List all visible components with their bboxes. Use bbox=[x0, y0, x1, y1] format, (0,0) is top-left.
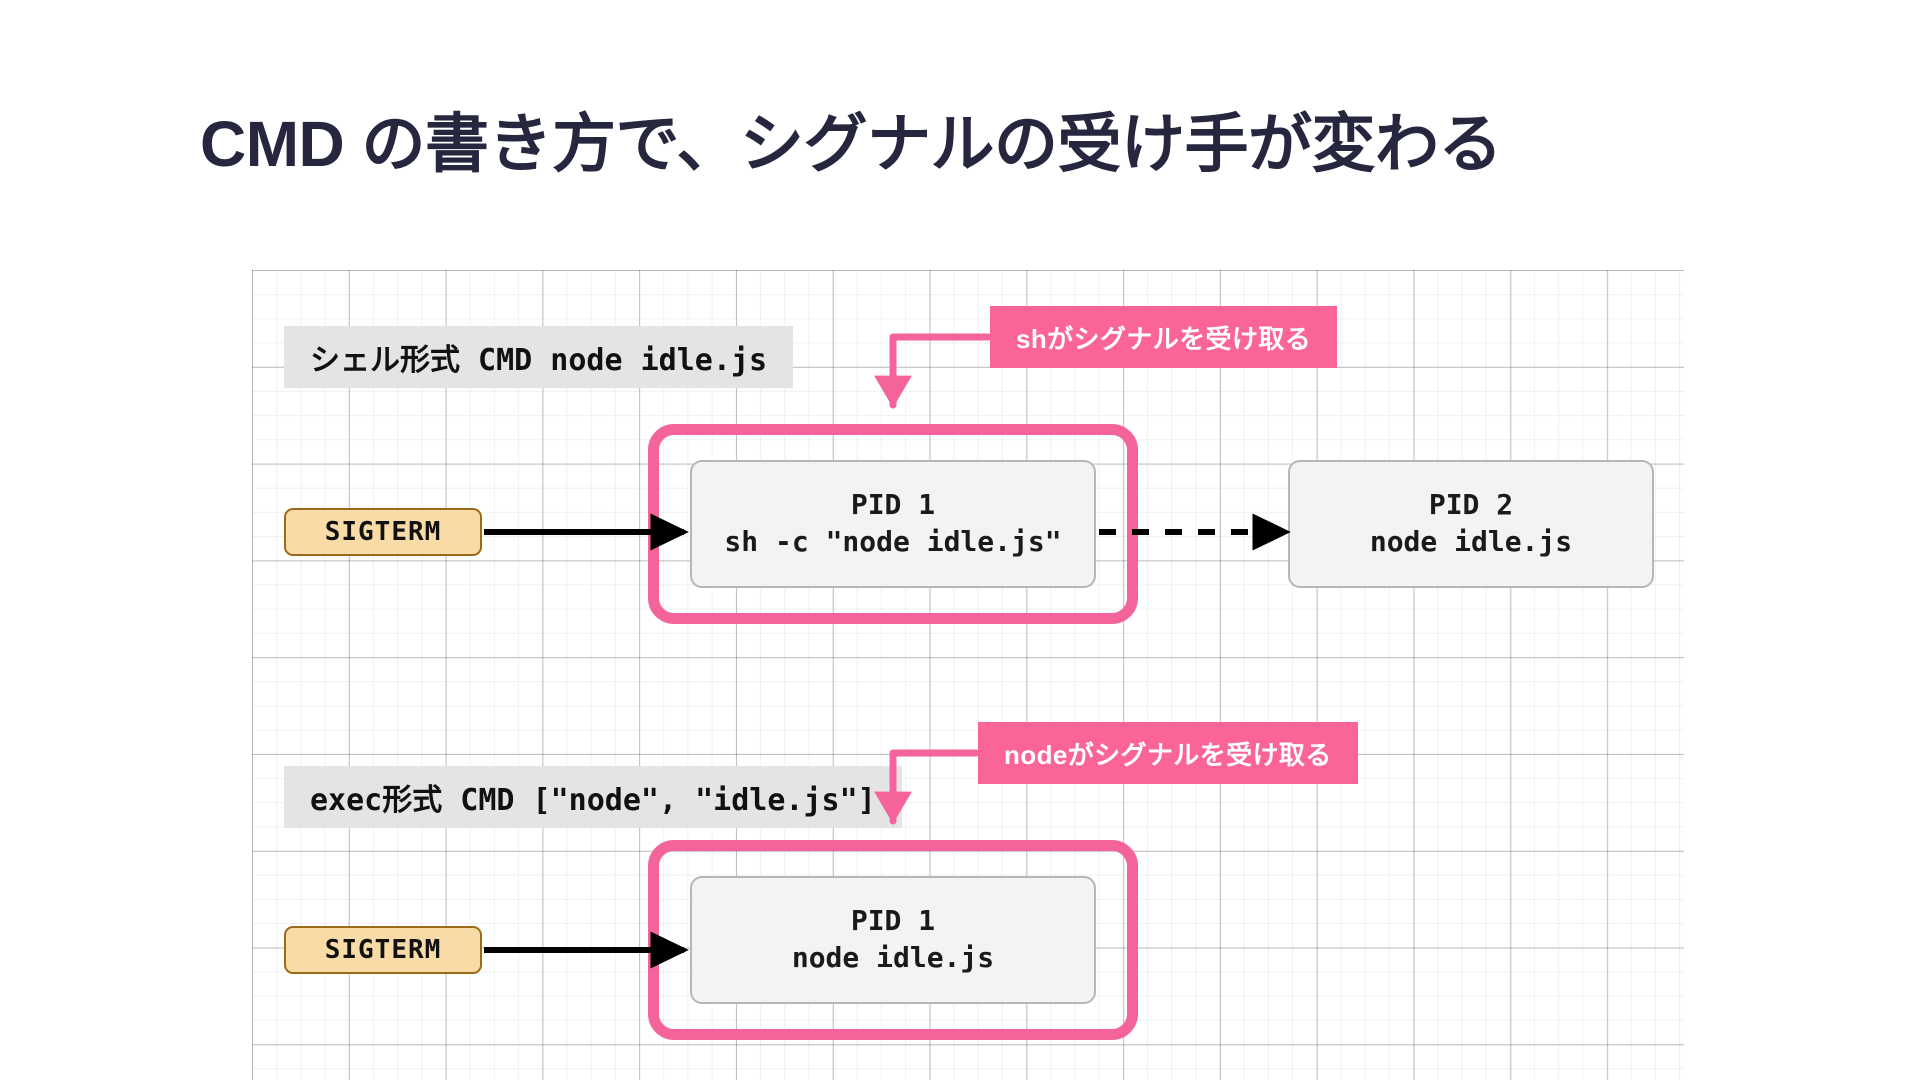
form-label-exec: exec形式 CMD ["node", "idle.js"] bbox=[284, 766, 902, 828]
process-box-pid1-exec: PID 1 node idle.js bbox=[690, 876, 1096, 1004]
process-cmd-label: node idle.js bbox=[1369, 525, 1573, 558]
sigterm-chip-shell: SIGTERM bbox=[284, 508, 482, 556]
callout-sh-receives-signal: shがシグナルを受け取る bbox=[990, 306, 1338, 368]
sigterm-chip-exec: SIGTERM bbox=[284, 926, 482, 974]
connector-callout-sh bbox=[874, 333, 992, 409]
page-title: CMD の書き方で、シグナルの受け手が変わる bbox=[200, 108, 1502, 180]
process-cmd-label: node idle.js bbox=[791, 941, 995, 974]
process-box-pid1-shell: PID 1 sh -c "node idle.js" bbox=[690, 460, 1096, 588]
connector-callout-node bbox=[874, 749, 980, 825]
process-cmd-label: sh -c "node idle.js" bbox=[724, 525, 1062, 558]
form-label-shell: シェル形式 CMD node idle.js bbox=[284, 326, 794, 388]
process-box-pid2-shell: PID 2 node idle.js bbox=[1288, 460, 1654, 588]
process-pid-label: PID 1 bbox=[850, 488, 936, 522]
process-pid-label: PID 2 bbox=[1428, 488, 1514, 522]
callout-node-receives-signal: nodeがシグナルを受け取る bbox=[978, 722, 1358, 784]
process-pid-label: PID 1 bbox=[850, 904, 936, 938]
